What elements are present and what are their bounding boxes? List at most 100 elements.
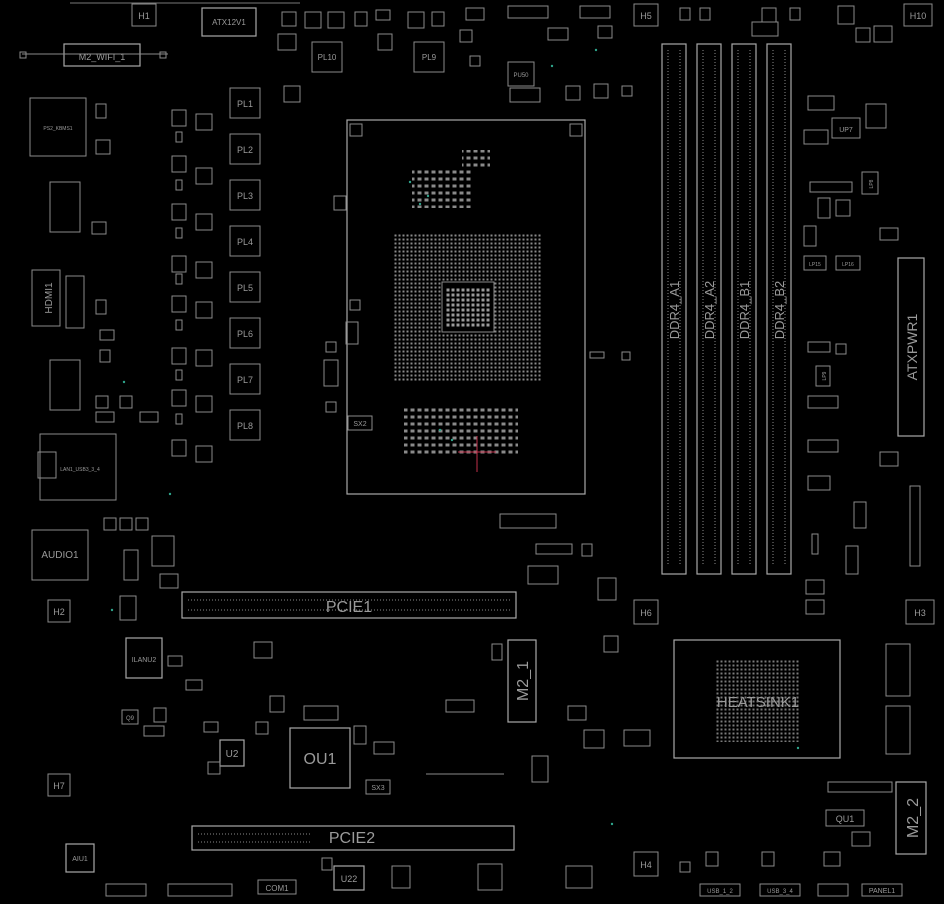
connector-hdmi: HDMI1 xyxy=(31,269,85,329)
mounting-hole-h6: H6 xyxy=(633,599,659,625)
chip-up7: UP7 xyxy=(831,117,861,139)
mounting-hole-h10: H10 xyxy=(903,3,933,27)
mounting-hole-h4: H4 xyxy=(633,851,659,877)
vrm-inductor-pl5: PL5 xyxy=(229,271,261,303)
svg-text:PL9: PL9 xyxy=(422,53,437,62)
cpu-top-cap-cluster xyxy=(412,150,490,208)
svg-text:M2_2: M2_2 xyxy=(905,798,922,838)
vrm-inductor-pl6: PL6 xyxy=(229,317,261,349)
left-side-components xyxy=(91,103,179,589)
svg-text:H5: H5 xyxy=(640,11,652,21)
svg-text:HDMI1: HDMI1 xyxy=(44,282,55,314)
svg-text:PL7: PL7 xyxy=(237,375,253,385)
svg-text:PL8: PL8 xyxy=(237,421,253,431)
svg-text:M2_WIFI_1: M2_WIFI_1 xyxy=(79,52,126,62)
svg-text:H1: H1 xyxy=(138,11,150,21)
chip-ilanu2: ILANU2 xyxy=(125,637,163,679)
vrm-inductor-pl8: PL8 xyxy=(229,409,261,441)
connector-atx12v1: ATX12V1 xyxy=(201,7,257,37)
svg-text:PL1: PL1 xyxy=(237,99,253,109)
dimm-slot-ddr4-a2: DDR4_A2 xyxy=(696,43,722,575)
chip-qu1: QU1 xyxy=(825,809,865,827)
svg-text:DDR4_B1: DDR4_B1 xyxy=(737,281,752,340)
vrm-mosfets xyxy=(171,109,213,463)
svg-text:PL5: PL5 xyxy=(237,283,253,293)
svg-text:LAN1_USB3_3_4: LAN1_USB3_3_4 xyxy=(60,467,100,473)
svg-text:Q9: Q9 xyxy=(126,716,135,722)
svg-text:ATXPWR1: ATXPWR1 xyxy=(904,313,920,380)
pch-area-components xyxy=(499,351,631,601)
inductor-pl9: PL9 xyxy=(413,41,445,73)
chip-lp9: LP9 xyxy=(815,365,831,387)
svg-text:LP15: LP15 xyxy=(809,262,821,268)
svg-text:USB_3_4: USB_3_4 xyxy=(767,889,793,895)
vrm-inductor-pl3: PL3 xyxy=(229,179,261,211)
cpu-pin-array xyxy=(394,234,542,382)
svg-text:PS2_KBMS1: PS2_KBMS1 xyxy=(43,126,72,132)
connector-lan-usb: LAN1_USB3_3_4 xyxy=(37,433,117,501)
mounting-hole-h7: H7 xyxy=(47,773,71,797)
svg-text:ILANU2: ILANU2 xyxy=(132,657,157,664)
svg-text:M2_1: M2_1 xyxy=(515,661,532,701)
svg-text:H7: H7 xyxy=(53,781,65,791)
right-lower-connectors xyxy=(823,643,911,867)
svg-text:H2: H2 xyxy=(53,607,65,617)
svg-text:PL6: PL6 xyxy=(237,329,253,339)
svg-text:H4: H4 xyxy=(640,860,652,870)
vrm-inductor-pl7: PL7 xyxy=(229,363,261,395)
dimm-slot-ddr4-a1: DDR4_A1 xyxy=(661,43,687,575)
pch-heatsink: HEATSINK1 xyxy=(673,639,841,759)
vrm-inductor-pl2: PL2 xyxy=(229,133,261,165)
svg-text:UP7: UP7 xyxy=(839,127,853,134)
chip-u22: U22 xyxy=(333,865,365,891)
svg-text:H10: H10 xyxy=(910,11,927,21)
svg-text:AIU1: AIU1 xyxy=(72,856,88,863)
header-panel1: PANEL1 xyxy=(861,883,903,897)
chip-sx2: SX2 xyxy=(347,415,373,431)
svg-text:DDR4_B2: DDR4_B2 xyxy=(772,281,787,340)
m2-slot-m2-1: M2_1 xyxy=(491,639,537,723)
chip-u2: U2 xyxy=(219,739,245,767)
svg-text:SX3: SX3 xyxy=(371,785,384,792)
chip-aiu1: AIU1 xyxy=(65,843,95,873)
connector-block-left-2 xyxy=(49,359,81,411)
svg-text:LP8: LP8 xyxy=(869,179,875,188)
cpu-socket-outline xyxy=(346,119,586,495)
m2-wifi-slot: M2_WIFI_1 xyxy=(19,43,168,67)
chip-lp16: LP16 xyxy=(835,255,861,271)
cpu-side-caps xyxy=(323,195,361,413)
svg-text:HEATSINK1: HEATSINK1 xyxy=(717,694,799,711)
vrm-inductor-pl4: PL4 xyxy=(229,225,261,257)
svg-text:OU1: OU1 xyxy=(304,751,337,768)
svg-text:PU50: PU50 xyxy=(513,73,529,79)
chip-sx3: SX3 xyxy=(365,779,391,795)
svg-text:ATX12V1: ATX12V1 xyxy=(212,18,246,27)
svg-text:DDR4_A2: DDR4_A2 xyxy=(702,281,717,340)
lower-left-components xyxy=(119,595,273,737)
svg-text:LP16: LP16 xyxy=(842,262,854,268)
m2-slot-m2-2: M2_2 xyxy=(895,781,927,855)
svg-text:LP9: LP9 xyxy=(822,371,828,380)
pcie-slot-pcie1: PCIE1 xyxy=(181,591,517,619)
connector-ps2: PS2_KBMS1 xyxy=(29,97,87,157)
inductor-pl10: PL10 xyxy=(311,41,343,73)
header-usb-1-2: USB_1_2 xyxy=(699,883,741,897)
svg-text:SX2: SX2 xyxy=(353,421,366,428)
connector-com1: COM1 xyxy=(257,879,297,895)
right-side-components xyxy=(803,95,921,615)
dimm-slot-ddr4-b2: DDR4_B2 xyxy=(766,43,792,575)
pcie-slot-pcie2: PCIE2 xyxy=(191,825,515,851)
mounting-hole-h3: H3 xyxy=(905,599,935,625)
chipset-lower-components xyxy=(203,635,651,783)
svg-text:PCIE2: PCIE2 xyxy=(329,830,375,847)
mounting-hole-h5: H5 xyxy=(633,3,659,27)
mounting-hole-h1: H1 xyxy=(131,3,157,27)
svg-text:U22: U22 xyxy=(341,874,358,884)
svg-text:PL2: PL2 xyxy=(237,145,253,155)
svg-text:PL4: PL4 xyxy=(237,237,253,247)
svg-text:PL3: PL3 xyxy=(237,191,253,201)
svg-text:PL10: PL10 xyxy=(318,53,337,62)
connector-atxpwr1: ATXPWR1 xyxy=(897,257,925,437)
svg-text:PCIE1: PCIE1 xyxy=(326,599,372,616)
